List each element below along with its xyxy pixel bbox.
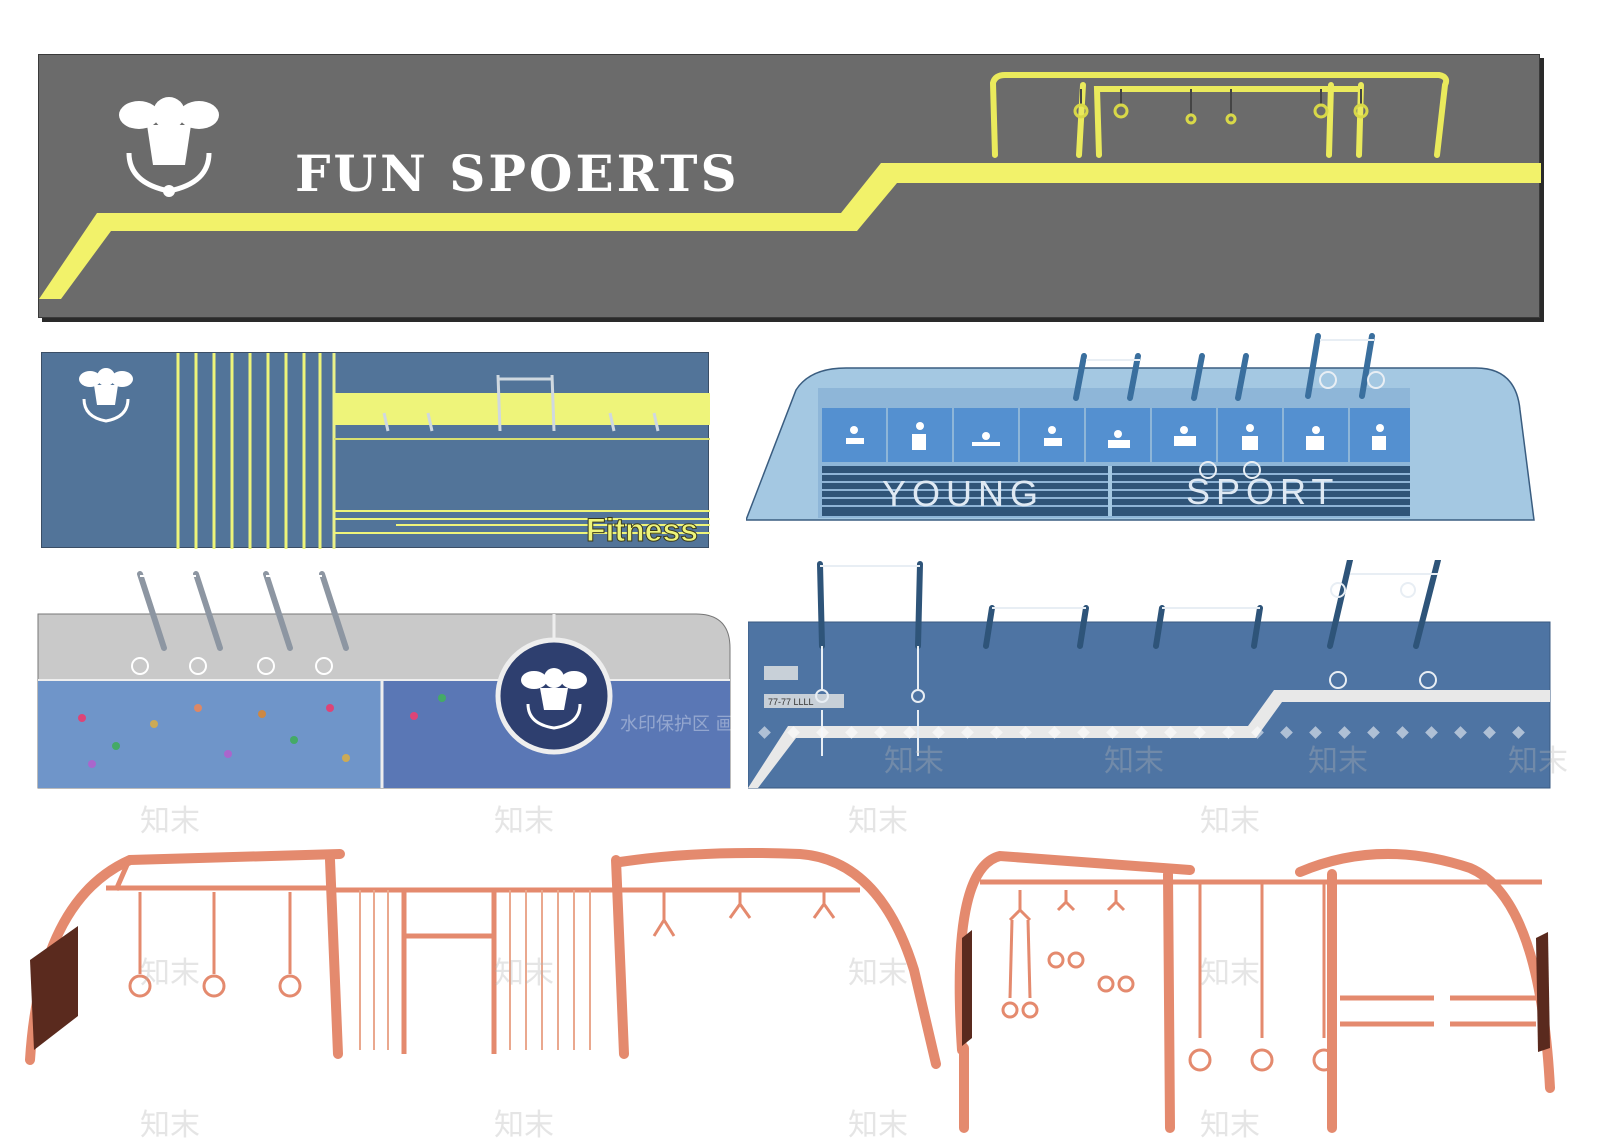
crossbars-icon bbox=[106, 856, 860, 1054]
vertical-stripes bbox=[176, 353, 336, 549]
info-plaque bbox=[764, 666, 798, 680]
yellow-band bbox=[334, 393, 710, 425]
monkey-bar-frame-icon bbox=[989, 72, 1450, 158]
vertical-bars-icon bbox=[817, 560, 1441, 649]
rings-panel: 77-77 LLLL bbox=[748, 560, 1552, 790]
arch-frame-icon bbox=[25, 848, 941, 1069]
strongman-logo-icon bbox=[79, 368, 133, 423]
strongman-logo-icon bbox=[521, 668, 587, 730]
arch-frame-icon bbox=[954, 849, 1555, 1133]
exercise-tiles bbox=[822, 408, 1410, 462]
pullup-frames-icon bbox=[137, 571, 349, 651]
fitness-label: Fitness bbox=[586, 512, 698, 548]
hanging-rings-icon bbox=[1073, 89, 1369, 125]
vertical-bars-icon bbox=[1073, 333, 1375, 401]
banner-panel: FUN SPOERTS bbox=[38, 54, 1541, 318]
plaque-text: 77-77 LLLL bbox=[768, 697, 814, 707]
frame-right-graphics bbox=[954, 849, 1555, 1133]
fitness-panel: Fitness bbox=[41, 352, 710, 549]
banner-stripe bbox=[39, 163, 1541, 299]
banner-title: FUN SPOERTS bbox=[295, 144, 740, 203]
strongman-logo-icon bbox=[119, 97, 219, 197]
climbing-panel: 水印保护区 画质会受到部分影响 bbox=[30, 568, 734, 790]
watermark-brand: 知末 bbox=[140, 804, 200, 839]
young-sport-graphics: YOUNG SPORT bbox=[746, 333, 1535, 521]
fitness-graphics: Fitness bbox=[79, 353, 710, 549]
climbing-panel-icon bbox=[962, 930, 1550, 1052]
cargo-net-icon bbox=[359, 890, 591, 1050]
watermark-text: 水印保护区 画质会受到部分影响 bbox=[620, 714, 734, 735]
watermark-brand: 知末 bbox=[494, 804, 554, 839]
crossbars-icon bbox=[980, 879, 1542, 1027]
bottom-stripes bbox=[334, 510, 710, 534]
playground-frame-right bbox=[940, 838, 1590, 1140]
equipment-bars-icon bbox=[382, 374, 660, 432]
climbing-graphics: 水印保护区 画质会受到部分影响 bbox=[37, 571, 734, 789]
exercise-figure-icon bbox=[846, 422, 1386, 450]
banner-graphics: FUN SPOERTS bbox=[39, 72, 1541, 299]
young-text: YOUNG bbox=[882, 473, 1044, 514]
hanging-rings-icon bbox=[1001, 884, 1336, 1072]
climbing-panel-icon bbox=[30, 926, 78, 1050]
climbing-holds-icon bbox=[78, 694, 446, 768]
rings-graphics: 77-77 LLLL bbox=[748, 560, 1551, 789]
watermark-brand: 知末 bbox=[1200, 804, 1260, 839]
frame-left-graphics bbox=[25, 848, 941, 1069]
watermark-brand: 知末 bbox=[848, 804, 908, 839]
playground-frame-left bbox=[0, 840, 960, 1140]
hanging-rings-icon bbox=[128, 892, 836, 998]
young-sport-panel: YOUNG SPORT bbox=[746, 330, 1536, 558]
